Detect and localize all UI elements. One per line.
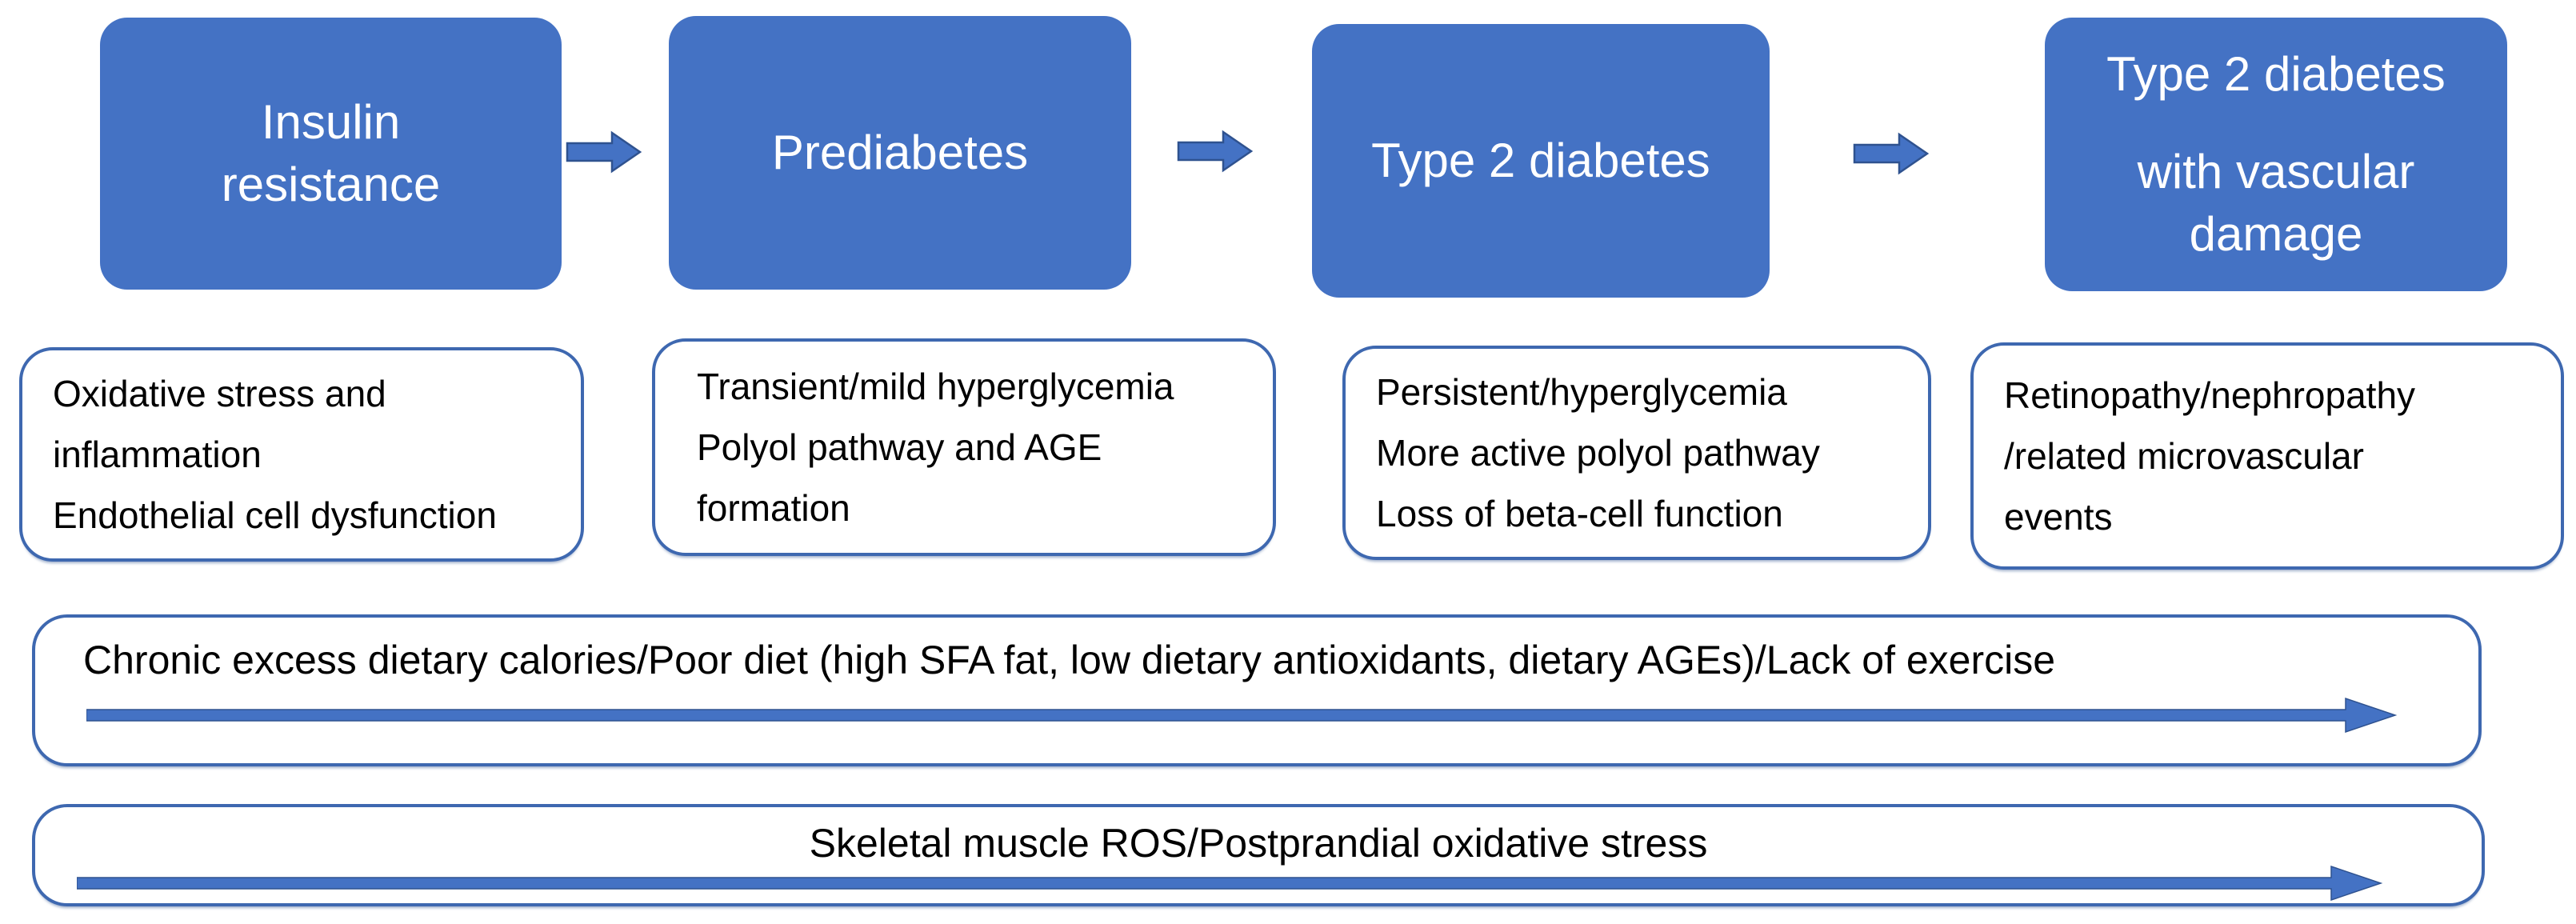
note-line: Transient/mild hyperglycemia: [697, 366, 1174, 407]
stage-label-line: damage: [2189, 207, 2363, 261]
note-box-insulin-resistance: Oxidative stress and inflammation Endoth…: [19, 347, 584, 562]
stage-box-insulin-resistance: Insulin resistance: [100, 18, 562, 290]
flow-arrow-icon: [1853, 130, 1930, 177]
stage-label-line: Insulin: [261, 95, 401, 149]
right-trend-arrow-icon: [86, 696, 2400, 734]
stage-label-line: Prediabetes: [771, 126, 1029, 179]
note-line: Loss of beta-cell function: [1376, 493, 1783, 534]
note-line: More active polyol pathway: [1376, 432, 1820, 474]
note-line: /related microvascular: [2004, 435, 2364, 477]
stage-label-line: with vascular: [2137, 145, 2415, 198]
stage-box-type-2-diabetes: Type 2 diabetes: [1312, 24, 1770, 298]
note-box-vascular-damage: Retinopathy/nephropathy /related microva…: [1970, 342, 2564, 570]
risk-bar-text: Skeletal muscle ROS/Postprandial oxidati…: [809, 821, 1708, 866]
note-box-prediabetes: Transient/mild hyperglycemia Polyol path…: [652, 338, 1276, 556]
note-box-type-2-diabetes: Persistent/hyperglycemia More active pol…: [1342, 346, 1931, 560]
note-line: Endothelial cell dysfunction: [53, 494, 497, 536]
stage-label-line: resistance: [221, 158, 441, 211]
flow-arrow-icon: [1177, 128, 1254, 174]
stage-box-prediabetes: Prediabetes: [669, 16, 1131, 290]
risk-bar-diet-exercise: Chronic excess dietary calories/Poor die…: [32, 614, 2482, 766]
note-line: Polyol pathway and AGE: [697, 426, 1102, 468]
note-line: inflammation: [53, 434, 262, 475]
note-line: Oxidative stress and: [53, 373, 386, 414]
right-trend-arrow-icon: [77, 865, 2384, 902]
note-line: Retinopathy/nephropathy: [2004, 374, 2416, 416]
stage-label-line: Type 2 diabetes: [1371, 134, 1710, 187]
stage-label-line: Type 2 diabetes: [2106, 47, 2446, 101]
note-line: formation: [697, 487, 850, 529]
risk-bar-text: Chronic excess dietary calories/Poor die…: [83, 638, 2056, 682]
flow-arrow-icon: [566, 129, 642, 175]
stage-box-type-2-diabetes-with-vascular-damage: Type 2 diabetes with vascular damage: [2045, 18, 2507, 291]
note-line: Persistent/hyperglycemia: [1376, 371, 1787, 413]
risk-bar-oxidative-stress: Skeletal muscle ROS/Postprandial oxidati…: [32, 804, 2485, 906]
note-line: events: [2004, 496, 2113, 538]
